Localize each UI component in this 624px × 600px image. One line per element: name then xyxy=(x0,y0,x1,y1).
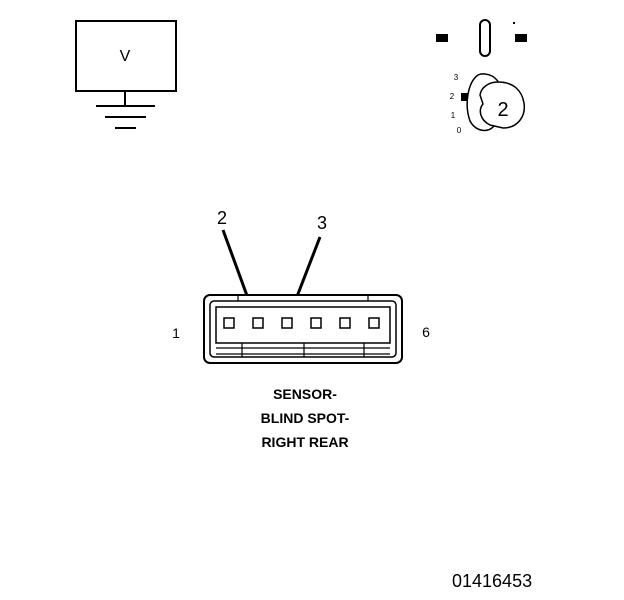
figure-id: 01416453 xyxy=(452,571,533,591)
selector-position-label: 1 xyxy=(451,111,456,120)
connector-pin-first-label: 1 xyxy=(172,325,180,341)
dial-knob xyxy=(479,81,526,129)
voltmeter-symbol: V xyxy=(120,48,131,65)
selector-selected-value: 2 xyxy=(497,99,508,121)
connector-pin-cavity xyxy=(252,317,264,329)
connector-pin-cavity xyxy=(281,317,293,329)
connector-pin-cavity xyxy=(339,317,351,329)
selector-dial-icon: 3 2 1 0 2 xyxy=(450,73,526,135)
caption-line: BLIND SPOT- xyxy=(260,410,350,426)
connector-housing xyxy=(203,294,403,364)
connector-pin-cavity xyxy=(223,317,235,329)
caption-line: SENSOR- xyxy=(273,386,337,402)
connector-pins xyxy=(223,317,380,329)
selector-position-label: 3 xyxy=(454,73,459,82)
caption-line: RIGHT REAR xyxy=(261,434,349,450)
connector-pin-cavity xyxy=(310,317,322,329)
probe-arrow-label: 3 xyxy=(317,213,327,233)
connector-caption: SENSOR- BLIND SPOT- RIGHT REAR xyxy=(0,382,610,454)
connector-pin-last-label: 6 xyxy=(422,324,430,340)
selector-position-label: 2 xyxy=(450,92,455,101)
voltmeter-icon: V xyxy=(75,20,177,129)
selector-position-label: 0 xyxy=(457,126,462,135)
ground-icon xyxy=(96,105,155,129)
connector-pin-cavity xyxy=(368,317,380,329)
probe-arrow-label: 2 xyxy=(217,208,227,228)
test-leads-icon xyxy=(436,19,527,57)
selector-pointer xyxy=(461,93,469,101)
voltmeter-body xyxy=(75,20,177,92)
